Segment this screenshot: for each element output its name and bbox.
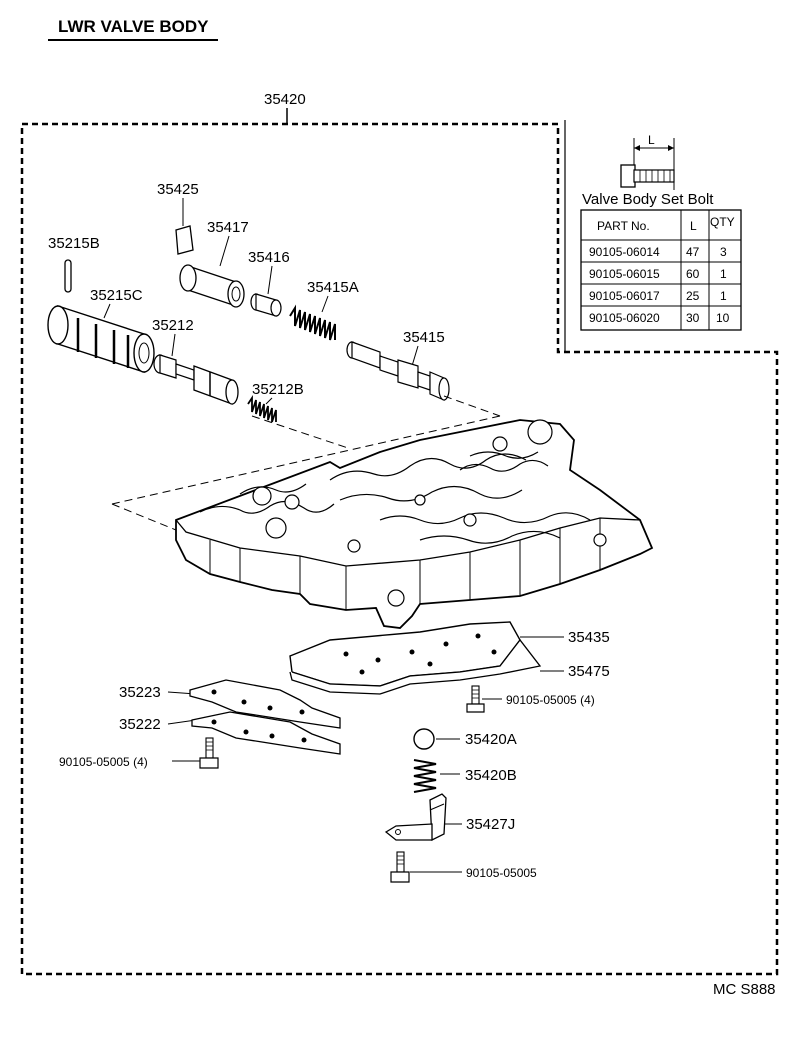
valve-body-casting — [175, 419, 654, 629]
bolt-left-icon — [199, 737, 219, 769]
assembly-number: 35420 — [264, 91, 306, 108]
label-35215B: 35215B — [48, 235, 100, 252]
part-35415A-spring — [289, 304, 336, 341]
part-35415-valve — [346, 341, 450, 401]
part-35212-valve — [153, 354, 239, 405]
bracket-35427J — [384, 793, 447, 842]
label-bolt-right: 90105-05005 (4) — [506, 693, 595, 707]
diagram-title: LWR VALVE BODY — [58, 17, 209, 36]
part-35215B-pin — [64, 259, 72, 293]
bolt-right-icon — [466, 685, 485, 713]
bolt-bottom-icon — [390, 851, 410, 883]
assembly-guide-lines — [111, 395, 501, 531]
label-35212B: 35212B — [252, 381, 304, 398]
part-35425-block — [175, 225, 194, 255]
label-35212: 35212 — [152, 317, 194, 334]
table-cell: 10 — [716, 311, 730, 325]
plate-35222 — [191, 711, 341, 755]
table-cell: 30 — [686, 311, 700, 325]
label-35427J: 35427J — [466, 816, 515, 833]
label-35222: 35222 — [119, 716, 161, 733]
gasket-35475 — [289, 638, 542, 695]
label-35475: 35475 — [568, 663, 610, 680]
table-cell: 25 — [686, 289, 700, 303]
assembly-boundary — [20, 122, 779, 976]
table-cell: 47 — [686, 245, 700, 259]
label-35420B: 35420B — [465, 767, 517, 784]
check-ball-35420A — [413, 728, 435, 750]
bolt-table-caption: Valve Body Set Bolt — [582, 191, 714, 208]
plate-35223 — [189, 679, 341, 729]
part-35212B-spring — [247, 395, 277, 423]
table-header-length: L — [690, 219, 697, 233]
table-header-part-no: PART No. — [597, 219, 650, 233]
table-cell: 1 — [720, 289, 727, 303]
bolt-table: L Valve Body Set Bolt PART No. L QTY 901… — [564, 120, 742, 352]
table-cell: 90105-06014 — [589, 245, 660, 259]
label-35417: 35417 — [207, 219, 249, 236]
label-35223: 35223 — [119, 684, 161, 701]
label-35420A: 35420A — [465, 731, 517, 748]
bolt-dimension-label: L — [648, 133, 655, 147]
table-header-qty: QTY — [710, 215, 735, 229]
bolt-icon — [620, 138, 675, 190]
part-35416-plug — [250, 293, 282, 317]
table-cell: 3 — [720, 245, 727, 259]
footer-code: MC S888 — [713, 981, 776, 998]
label-35425: 35425 — [157, 181, 199, 198]
label-35415A: 35415A — [307, 279, 359, 296]
part-35417-sleeve — [179, 264, 245, 308]
label-35415: 35415 — [403, 329, 445, 346]
table-cell: 90105-06020 — [589, 311, 660, 325]
table-cell: 90105-06017 — [589, 289, 660, 303]
label-35416: 35416 — [248, 249, 290, 266]
label-35435: 35435 — [568, 629, 610, 646]
label-bolt-left: 90105-05005 (4) — [59, 755, 148, 769]
part-35215C-sleeve — [47, 305, 155, 373]
label-35215C: 35215C — [90, 287, 143, 304]
table-cell: 1 — [720, 267, 727, 281]
table-cell: 60 — [686, 267, 700, 281]
table-cell: 90105-06015 — [589, 267, 660, 281]
label-bolt-bottom: 90105-05005 — [466, 866, 537, 880]
spring-35420B — [413, 759, 437, 793]
